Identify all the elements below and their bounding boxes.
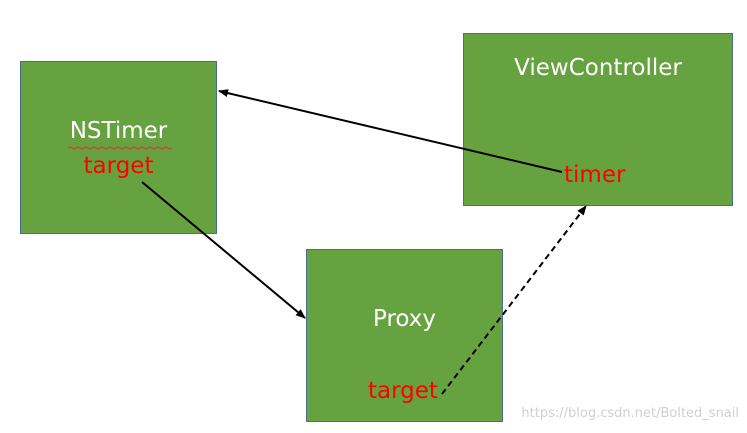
nstimer-target-label: target [83,153,154,179]
proxy-box: Proxy target [306,249,503,422]
viewcontroller-timer-label: timer [564,162,626,188]
viewcontroller-box: ViewController timer [463,33,733,206]
viewcontroller-title: ViewController [514,55,682,81]
watermark: https://blog.csdn.net/Bolted_snail [521,406,739,421]
proxy-title: Proxy [372,306,436,332]
spellcheck-underline [68,146,172,150]
nstimer-box: NSTimer target [20,61,217,234]
nstimer-title: NSTimer [69,118,168,144]
proxy-target-label: target [368,378,438,404]
